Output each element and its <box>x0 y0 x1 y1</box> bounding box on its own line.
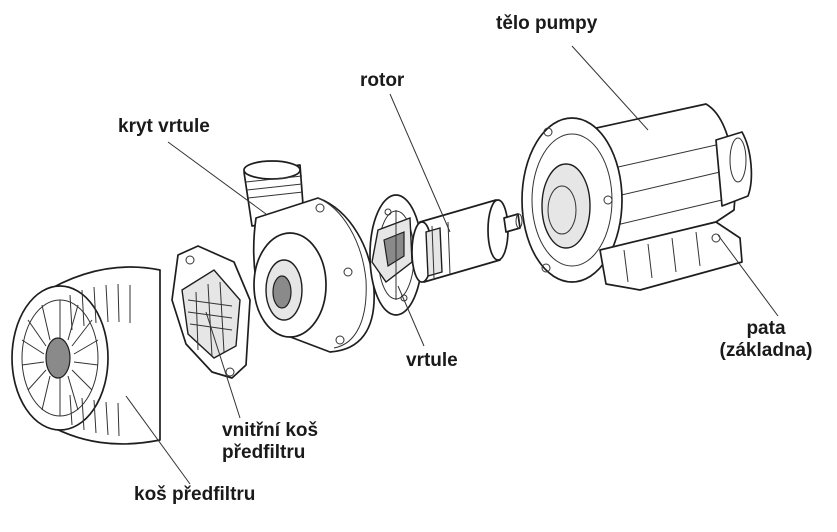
label-inner-prefilter-basket: vnitřní koš předfiltru <box>222 420 318 464</box>
impeller <box>369 194 423 316</box>
prefilter-basket <box>11 266 161 445</box>
label-inner-line1: vnitřní koš <box>222 420 319 441</box>
label-foot-line2: (základna) <box>719 340 813 361</box>
label-inner-line2: předfiltru <box>222 442 306 463</box>
label-foot-line1: pata <box>746 318 786 339</box>
inner-prefilter-basket <box>171 245 251 379</box>
impeller-cover <box>243 160 375 353</box>
pump-body <box>521 103 753 291</box>
label-rotor: rotor <box>360 70 405 91</box>
rotor <box>411 199 523 283</box>
label-pump-body: tělo pumpy <box>496 13 598 34</box>
label-foot: pata (základna) <box>716 318 816 362</box>
label-impeller-cover: kryt vrtule <box>118 116 210 137</box>
label-impeller: vrtule <box>406 350 458 371</box>
label-prefilter-basket: koš předfiltru <box>134 484 256 505</box>
leader-lines <box>125 45 779 485</box>
